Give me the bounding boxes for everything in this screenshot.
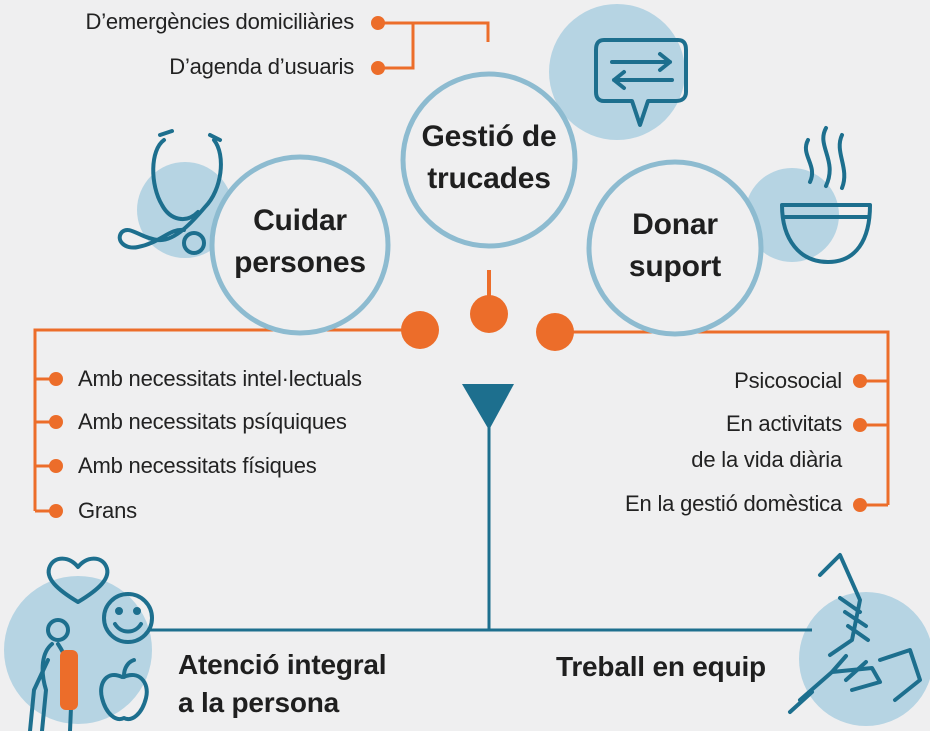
support-item-4: En la gestió domèstica — [625, 491, 842, 516]
call-item-1: D’emergències domiciliàries — [85, 9, 355, 34]
support-item-3: de la vida diària — [691, 447, 842, 472]
chat-arrows-icon — [594, 38, 688, 127]
hub-dot-center — [470, 295, 508, 333]
heart-icon — [46, 556, 110, 604]
bullet-care-3 — [49, 459, 63, 473]
funnel-arrow — [462, 384, 514, 430]
care-item-1: Amb necessitats intel·lectuals — [78, 366, 362, 391]
footer-left-label: Atenció integral a la persona — [178, 646, 387, 722]
hub-label-gestio-line2: trucades — [427, 162, 551, 195]
ring-cuidar — [209, 154, 391, 336]
hub-label-gestio-line1: Gestió de — [421, 120, 557, 153]
bullet-support-2 — [853, 418, 867, 432]
hub-label-donar-line1: Donar — [632, 208, 718, 241]
bullet-care-4 — [49, 504, 63, 518]
bullet-call-1 — [371, 16, 385, 30]
bullet-support-1 — [853, 374, 867, 388]
icon-bg-stethoscope — [137, 162, 233, 258]
bullet-support-3 — [853, 498, 867, 512]
support-item-1: Psicosocial — [734, 368, 842, 393]
bullet-care-1 — [49, 372, 63, 386]
bowl-icon — [780, 126, 872, 264]
helping-hands-icon — [788, 553, 922, 714]
hub-dot-right — [536, 313, 574, 351]
hub-label-donar-line2: suport — [628, 250, 722, 283]
icon-bg-people — [4, 576, 152, 724]
care-item-2: Amb necessitats psíquiques — [78, 409, 347, 434]
bullet-care-2 — [49, 415, 63, 429]
smiley-icon — [102, 592, 154, 644]
bullet-call-2 — [371, 61, 385, 75]
hub-dot-left — [401, 311, 439, 349]
support-item-2: En activitats — [725, 411, 842, 436]
apple-icon — [99, 658, 149, 721]
hub-label-cuidar-line2: persones — [234, 246, 366, 279]
call-list-connector — [378, 21, 490, 70]
footer-right-label: Treball en equip — [556, 651, 766, 682]
elderly-person-icon — [28, 618, 78, 731]
hub-label-donar: Donar suport — [590, 204, 760, 288]
hub-label-cuidar: Cuidar persones — [215, 200, 385, 284]
call-item-2: D’agenda d’usuaris — [169, 54, 354, 79]
hub-label-cuidar-line1: Cuidar — [253, 204, 347, 237]
care-item-4: Grans — [78, 498, 137, 523]
ring-gestio — [400, 71, 578, 249]
footer-left-line2: a la persona — [178, 687, 340, 718]
care-item-3: Amb necessitats físiques — [78, 453, 317, 478]
stethoscope-icon — [117, 129, 223, 255]
footer-left-line1: Atenció integral — [178, 649, 387, 680]
ring-donar — [586, 159, 764, 337]
hub-label-gestio: Gestió de trucades — [400, 116, 578, 200]
icon-bg-hands — [799, 592, 930, 726]
